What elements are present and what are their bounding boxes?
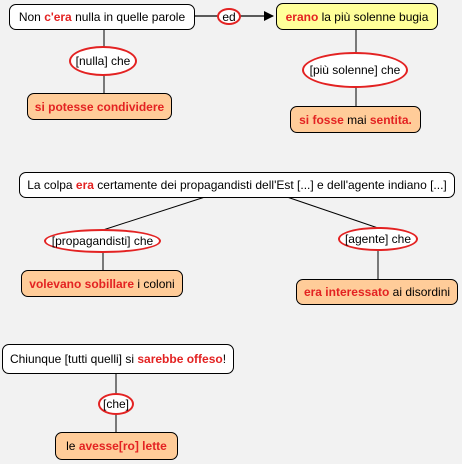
relative-clause-text: volevano sobillare i coloni [29,276,175,291]
relative-pronoun-oval: [che] [98,393,134,415]
relative-clause-box: volevano sobillare i coloni [21,270,183,297]
main-clause-box: La colpa era certamente dei propagandist… [19,172,455,198]
relative-pronoun-oval: [nulla] che [69,46,137,76]
coordinate-clause-box: erano la più solenne bugia [276,3,438,30]
connector-line [102,196,206,231]
connector-line [286,196,379,229]
relative-clause-text: le avesse[ro] lette [66,439,167,453]
main-clause-box: Chiunque [tutti quelli] si sarebbe offes… [2,344,234,374]
conjunction-oval: ed [217,8,241,25]
relative-clause-text: si fosse mai sentita. [299,112,412,127]
relative-clause-box: era interessato ai disordini [296,279,458,305]
main-clause-box: Non c'era nulla in quelle parole [9,4,195,30]
main-clause-text: Non c'era nulla in quelle parole [18,10,186,24]
relative-pronoun-oval: [agente] che [338,227,418,251]
relative-pronoun-oval: [più solenne] che [302,52,408,88]
coordinate-clause-text: erano la più solenne bugia [285,9,429,24]
relative-clause-box: le avesse[ro] lette [55,432,178,460]
main-clause-text: Chiunque [tutti quelli] si sarebbe offes… [9,352,227,366]
relative-clause-text: era interessato ai disordini [303,285,451,299]
relative-clause-box: si fosse mai sentita. [290,106,421,133]
main-clause-text: La colpa era certamente dei propagandist… [27,178,447,192]
relative-clause-box: si potesse condividere [27,93,172,120]
relative-pronoun-oval: [propagandisti] che [44,229,161,253]
